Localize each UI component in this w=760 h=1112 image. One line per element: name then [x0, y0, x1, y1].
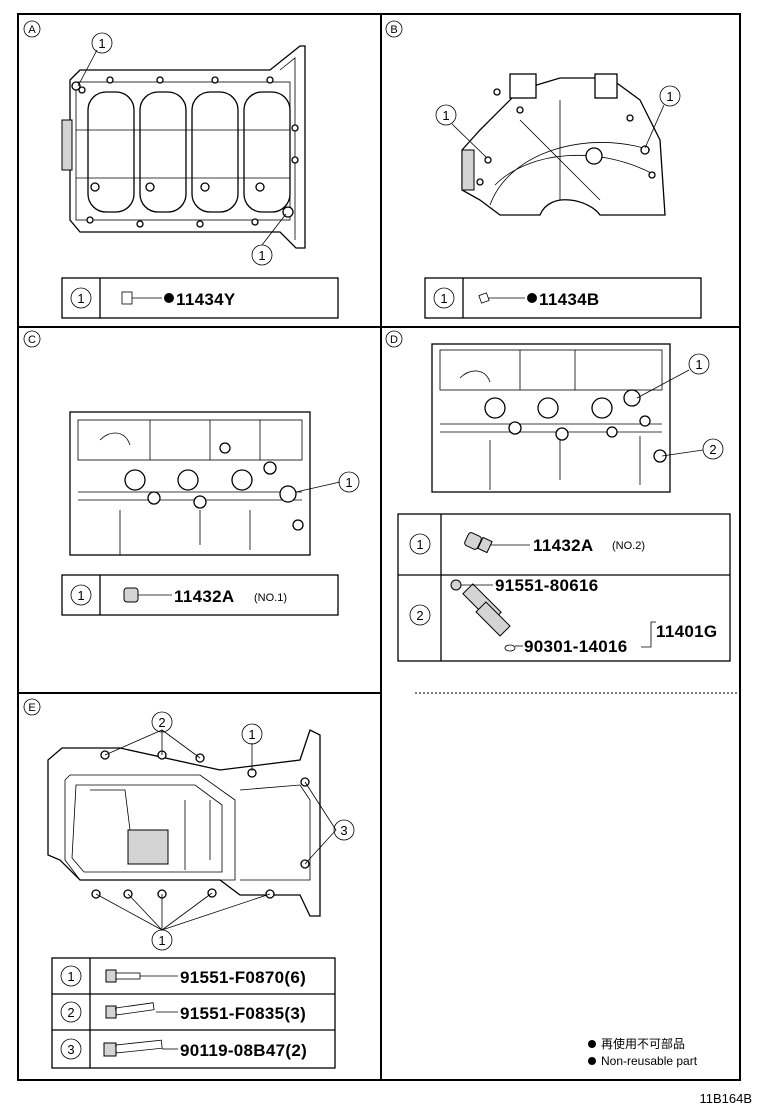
panel-grid — [17, 13, 741, 1081]
svg-text:2: 2 — [416, 608, 423, 623]
panel-d-callout-1: 1 — [688, 353, 710, 375]
svg-text:1: 1 — [695, 357, 702, 372]
svg-text:2: 2 — [709, 442, 716, 457]
svg-text:2: 2 — [158, 715, 165, 730]
non-reusable-dot — [164, 293, 174, 303]
svg-text:D: D — [390, 334, 398, 346]
panel-d-callout-2: 2 — [702, 438, 724, 460]
panel-e-callout-1-bottom: 1 — [151, 929, 173, 951]
panel-e-drawing — [47, 729, 337, 931]
plug-icon — [478, 292, 525, 304]
svg-text:90301-14016: 90301-14016 — [524, 637, 628, 656]
svg-text:91551-80616: 91551-80616 — [495, 576, 599, 595]
svg-text:1: 1 — [248, 727, 255, 742]
panel-a-drawing — [61, 45, 306, 249]
panel-c-callout-1: 1 — [338, 471, 360, 493]
panel-a-callout-2: 1 — [251, 244, 273, 266]
panel-b-drawing — [451, 73, 666, 216]
panel-c-parts-table: 1 11432A (NO.1) — [61, 574, 339, 616]
svg-text:(NO.1): (NO.1) — [254, 592, 287, 604]
panel-a-callout-1: 1 — [91, 32, 113, 54]
non-reusable-legend: 再使用不可部品 Non-reusable part — [588, 1036, 698, 1068]
panel-letter-c: C — [23, 330, 41, 348]
svg-text:91551-F0870(6): 91551-F0870(6) — [180, 968, 306, 987]
bolt-icon — [105, 969, 178, 983]
panel-b-callout-1: 1 — [435, 104, 457, 126]
panel-a-parts-table: 1 11434Y — [61, 277, 339, 319]
svg-text:A: A — [28, 24, 36, 36]
svg-text:1: 1 — [345, 475, 352, 490]
panel-b-callout-2: 1 — [659, 85, 681, 107]
panel-b-parts-table: 1 11434B — [424, 277, 702, 319]
svg-text:1: 1 — [666, 89, 673, 104]
svg-text:C: C — [28, 334, 36, 346]
panel-e-callout-1-top: 1 — [241, 723, 263, 745]
svg-text:1: 1 — [158, 933, 165, 948]
svg-text:1: 1 — [258, 248, 265, 263]
svg-text:2: 2 — [67, 1005, 74, 1020]
panel-e-parts-table: 1 91551-F0870(6) 2 91551-F0835(3) 3 9011… — [51, 957, 336, 1069]
panel-d-drawing — [431, 343, 704, 493]
svg-text:90119-08B47(2): 90119-08B47(2) — [180, 1041, 307, 1060]
svg-text:91551-F0835(3): 91551-F0835(3) — [180, 1004, 306, 1023]
svg-text:11434B: 11434B — [539, 290, 599, 309]
bolt-icon — [103, 1039, 178, 1057]
svg-text:11434Y: 11434Y — [176, 290, 236, 309]
svg-text:11401G: 11401G — [656, 622, 717, 641]
non-reusable-dot — [588, 1040, 596, 1048]
plug-icon — [123, 587, 172, 603]
svg-text:Non-reusable part: Non-reusable part — [601, 1054, 698, 1068]
svg-text:1: 1 — [440, 291, 447, 306]
svg-text:1: 1 — [77, 291, 84, 306]
panel-letter-d: D — [385, 330, 403, 348]
svg-text:3: 3 — [340, 823, 347, 838]
svg-text:11432A: 11432A — [174, 587, 234, 606]
panel-letter-e: E — [23, 698, 41, 716]
figure-id: 11B164B — [699, 1091, 752, 1106]
panel-e-callout-3: 3 — [333, 819, 355, 841]
panel-letter-b: B — [385, 20, 403, 38]
bolt-icon — [105, 1002, 178, 1019]
svg-text:1: 1 — [442, 108, 449, 123]
panel-d-parts-table: 1 11432A (NO.2) 2 91551-80616 90301-1401… — [397, 513, 731, 662]
svg-text:(NO.2): (NO.2) — [612, 540, 645, 552]
panel-c-drawing — [69, 411, 341, 556]
panel-letter-a: A — [23, 20, 41, 38]
oil-jet-icon — [450, 579, 523, 652]
svg-text:1: 1 — [416, 537, 423, 552]
svg-text:B: B — [390, 24, 397, 36]
plug-icon — [464, 532, 530, 554]
svg-text:再使用不可部品: 再使用不可部品 — [601, 1036, 685, 1051]
svg-text:E: E — [28, 702, 35, 714]
svg-text:1: 1 — [67, 969, 74, 984]
svg-text:11432A: 11432A — [533, 536, 593, 555]
non-reusable-dot — [527, 293, 537, 303]
non-reusable-dot — [588, 1057, 596, 1065]
panel-e-callout-2: 2 — [151, 711, 173, 733]
svg-text:1: 1 — [77, 588, 84, 603]
plug-icon — [121, 291, 162, 305]
svg-text:3: 3 — [67, 1042, 74, 1057]
svg-text:1: 1 — [98, 36, 105, 51]
